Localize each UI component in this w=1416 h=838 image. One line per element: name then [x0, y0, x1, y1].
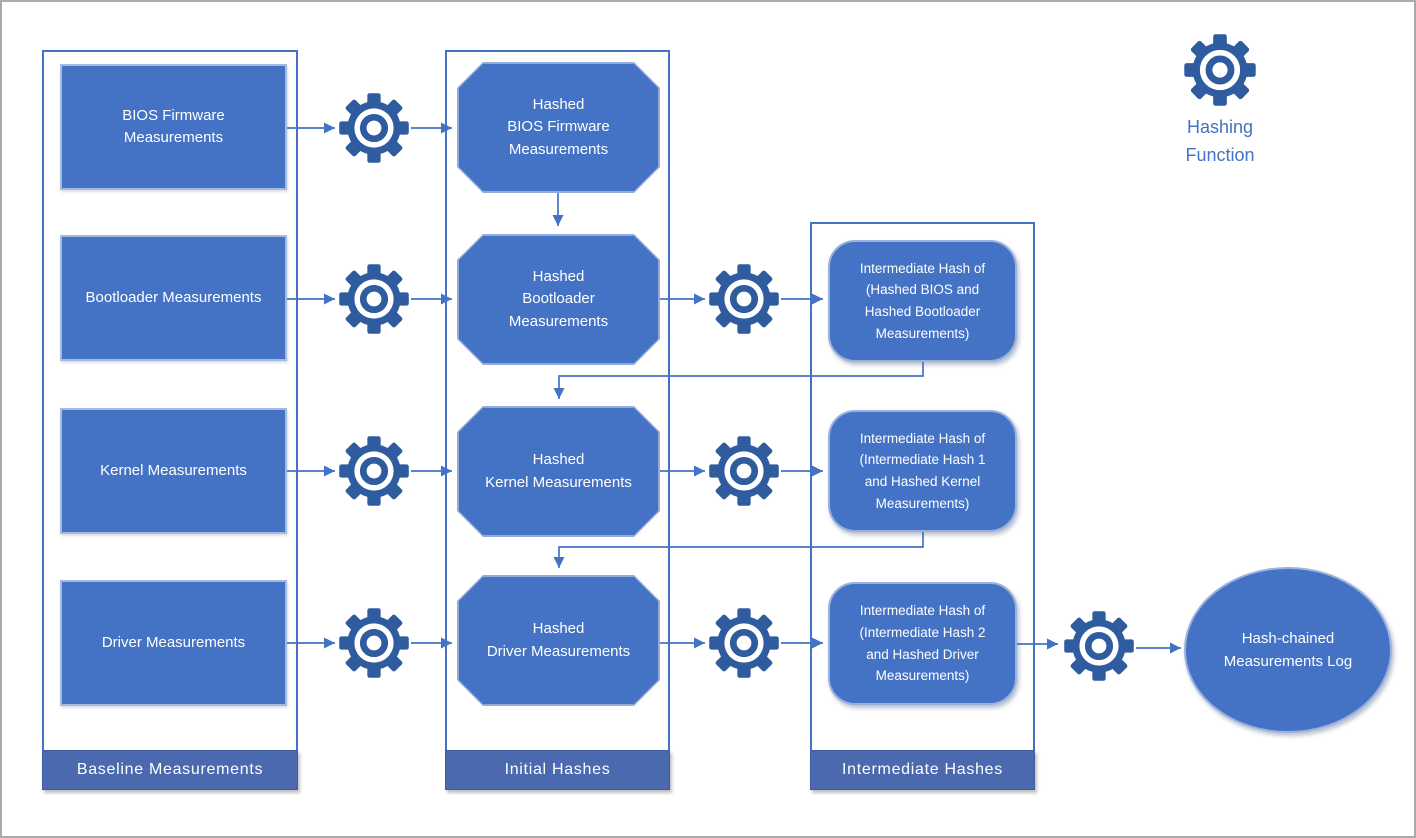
- baseline-item-kernel-label: Kernel Measurements: [100, 462, 247, 480]
- hashing-gear-icon: [337, 606, 411, 680]
- baseline-item-bios-firmware: BIOS Firmware Measurements: [60, 64, 287, 190]
- baseline-item-bios-firmware-label: BIOS Firmware Measurements: [122, 107, 225, 146]
- intermediate-hash-3: Intermediate Hash of (Intermediate Hash …: [828, 582, 1017, 705]
- intermediate-hash-2-label: Intermediate Hash of (Intermediate Hash …: [859, 430, 986, 511]
- hashing-function-legend-icon: [1182, 32, 1258, 108]
- hashing-gear-icon: [707, 262, 781, 336]
- intermediate-hashes-label-bar: Intermediate Hashes: [810, 750, 1035, 790]
- hashing-gear-icon: [337, 434, 411, 508]
- initial-hash-bios-firmware-label: Hashed BIOS Firmware Measurements: [507, 95, 610, 158]
- hashing-gear-icon: [1062, 609, 1136, 683]
- intermediate-hash-2: Intermediate Hash of (Intermediate Hash …: [828, 410, 1017, 532]
- intermediate-hash-1: Intermediate Hash of (Hashed BIOS and Ha…: [828, 240, 1017, 362]
- baseline-column-label: Baseline Measurements: [76, 761, 264, 778]
- hashing-gear-icon: [707, 606, 781, 680]
- initial-hashes-label-bar: Initial Hashes: [445, 750, 670, 790]
- initial-hash-bootloader-label: Hashed Bootloader Measurements: [508, 267, 609, 330]
- intermediate-hash-3-label: Intermediate Hash of (Intermediate Hash …: [859, 603, 986, 684]
- baseline-column-label-bar: Baseline Measurements: [42, 750, 298, 790]
- hash-chained-log-node: Hash-chained Measurements Log: [1184, 567, 1392, 733]
- intermediate-hashes-label: Intermediate Hashes: [842, 761, 1003, 778]
- initial-hash-bootloader: Hashed Bootloader Measurements: [457, 234, 660, 365]
- baseline-item-bootloader: Bootloader Measurements: [60, 235, 287, 361]
- hashing-gear-icon: [337, 91, 411, 165]
- baseline-item-bootloader-label: Bootloader Measurements: [85, 289, 262, 307]
- hashing-function-legend-label: Hashing Function: [1185, 117, 1255, 165]
- baseline-item-kernel: Kernel Measurements: [60, 408, 287, 534]
- initial-hash-kernel-label: Hashed Kernel Measurements: [485, 451, 632, 491]
- hashing-gear-icon: [707, 434, 781, 508]
- hashing-gear-icon: [337, 262, 411, 336]
- intermediate-hash-1-label: Intermediate Hash of (Hashed BIOS and Ha…: [859, 260, 986, 341]
- initial-hash-driver: Hashed Driver Measurements: [457, 575, 660, 706]
- hash-chained-log-label: Hash-chained Measurements Log: [1223, 629, 1353, 670]
- initial-hash-driver-label: Hashed Driver Measurements: [486, 620, 631, 660]
- baseline-item-driver: Driver Measurements: [60, 580, 287, 706]
- baseline-item-driver-label: Driver Measurements: [101, 634, 246, 652]
- initial-hash-kernel: Hashed Kernel Measurements: [457, 406, 660, 537]
- initial-hash-bios-firmware: Hashed BIOS Firmware Measurements: [457, 62, 660, 193]
- initial-hashes-label: Initial Hashes: [504, 761, 611, 778]
